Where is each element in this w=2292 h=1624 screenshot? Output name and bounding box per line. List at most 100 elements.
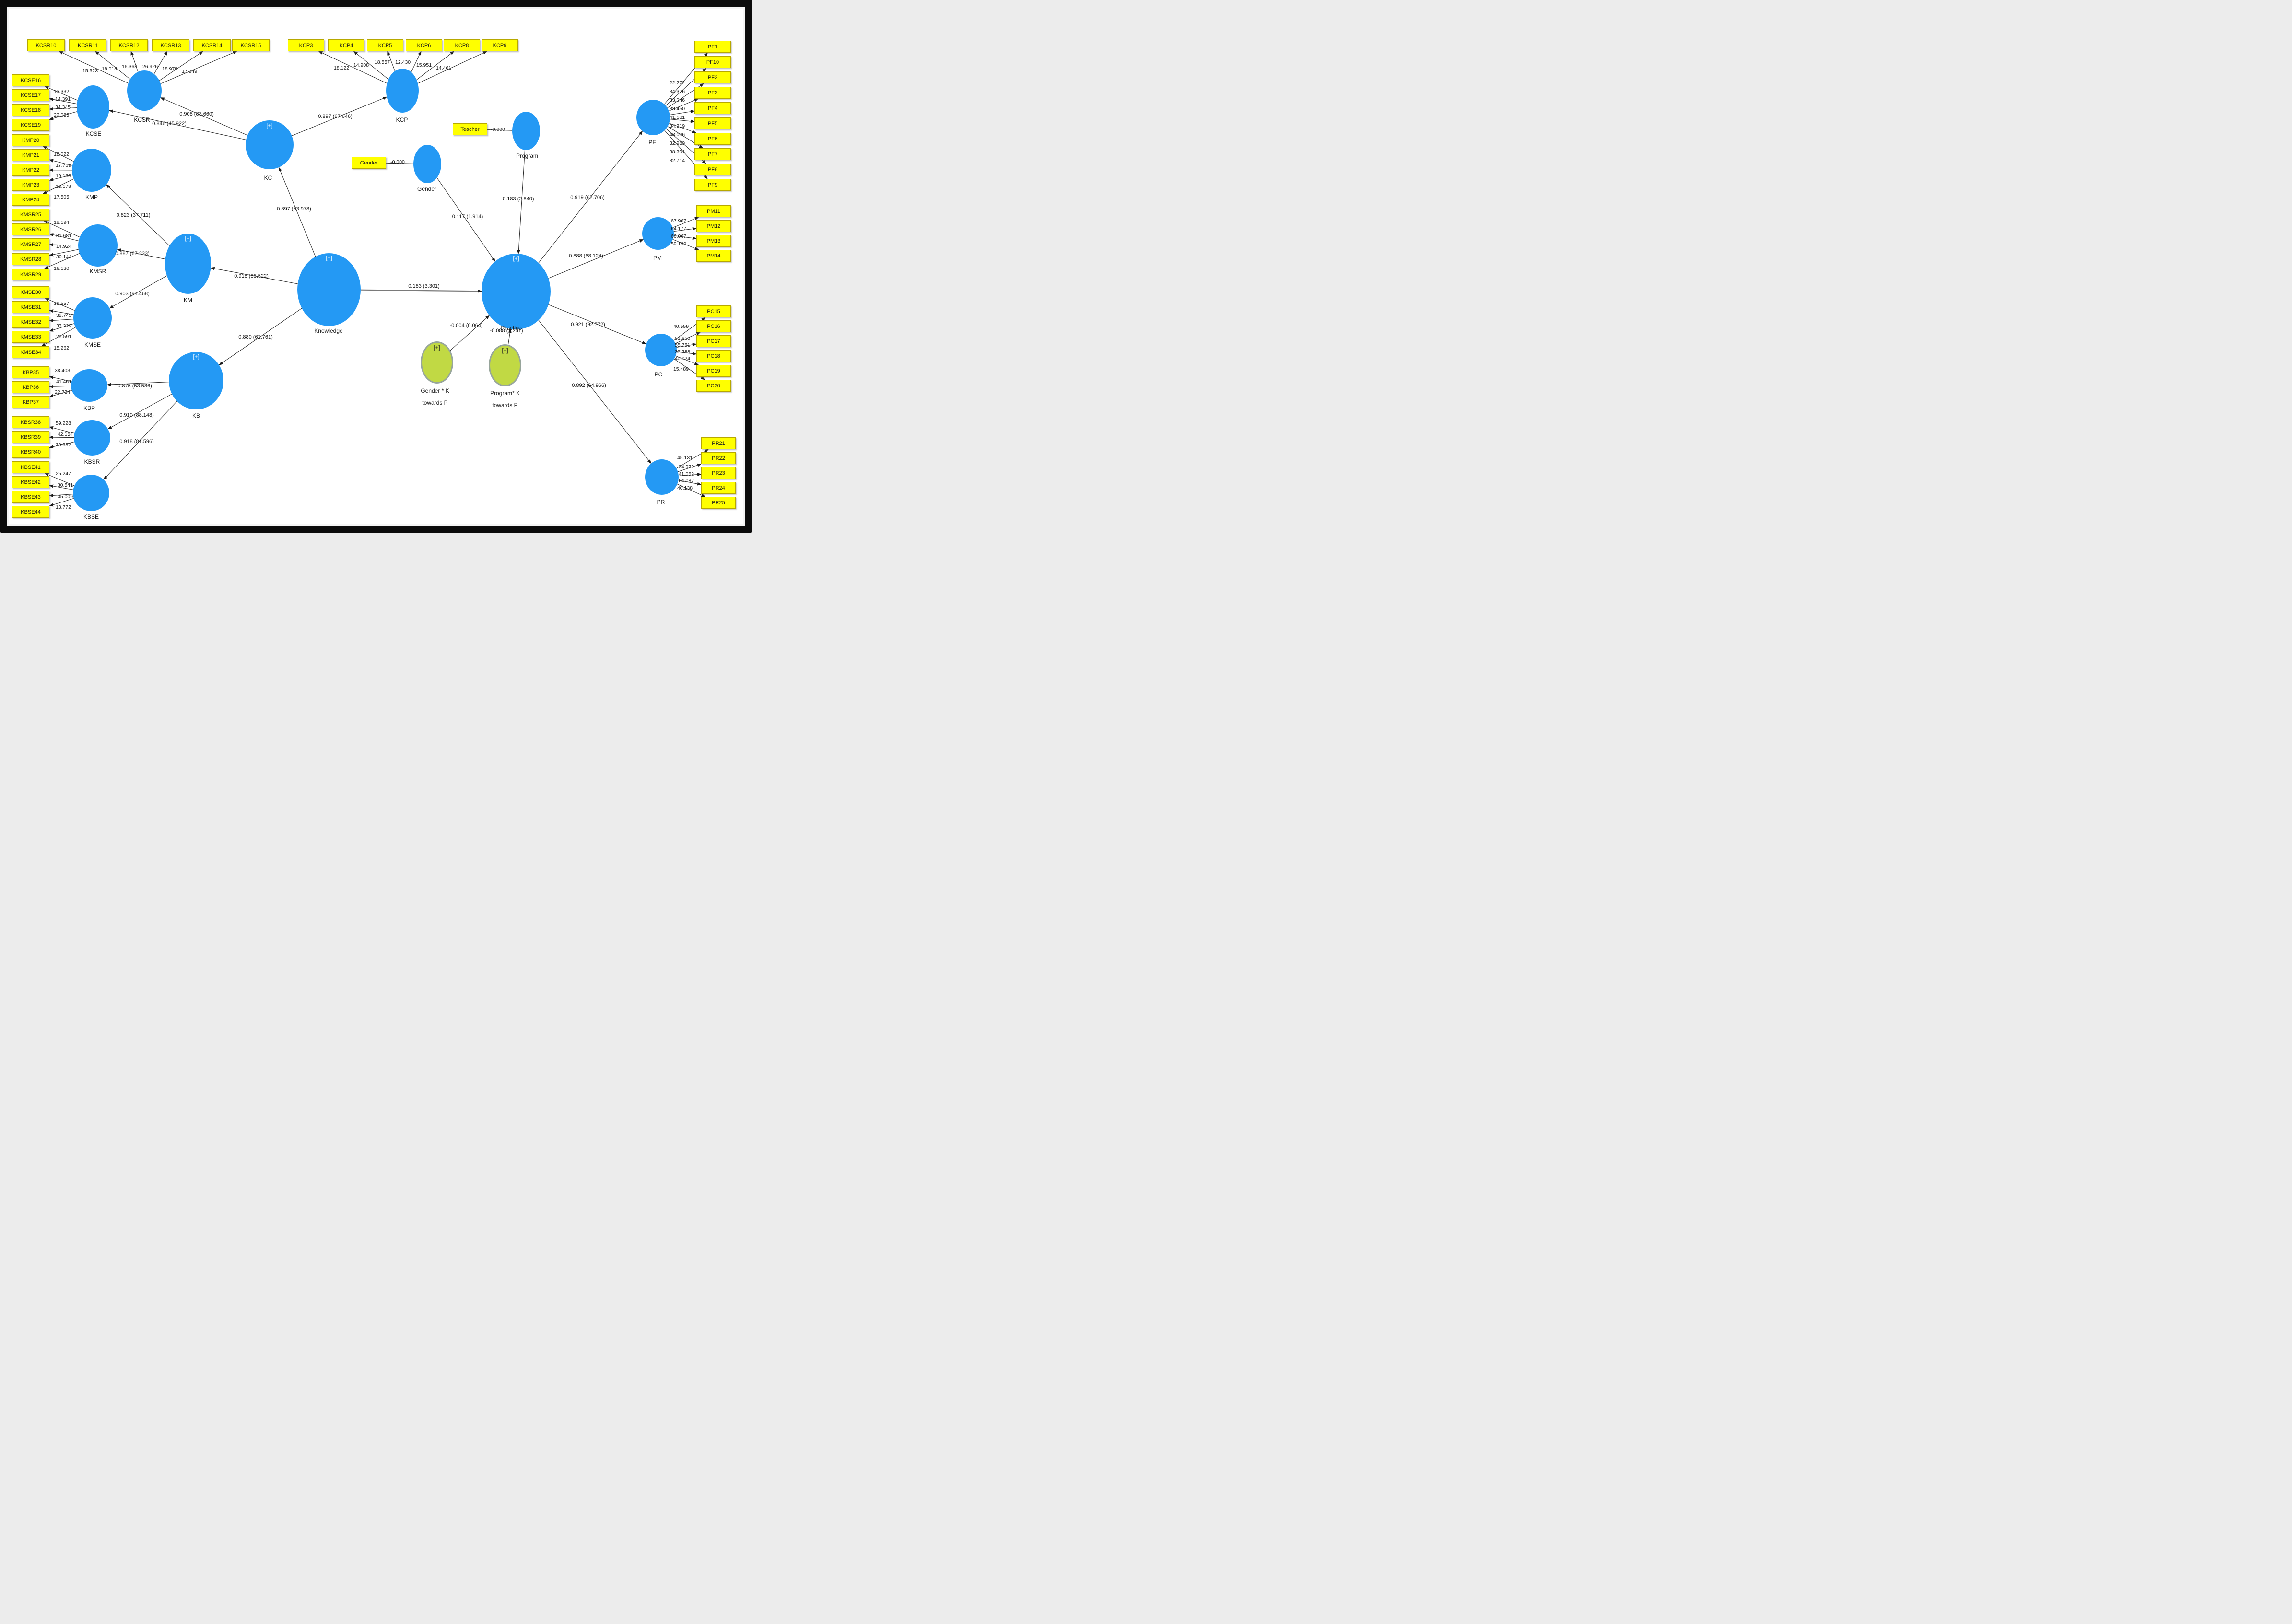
indicator-pf10[interactable]: PF10 (694, 56, 731, 68)
construct-kbp[interactable] (71, 369, 107, 402)
indicator-pc16[interactable]: PC16 (696, 320, 731, 332)
indicator-pm14[interactable]: PM14 (696, 250, 731, 262)
expand-plus-icon[interactable]: [+] (326, 256, 332, 261)
path-arrow-pf-pf3[interactable] (669, 98, 699, 112)
indicator-kbp35[interactable]: KBP35 (12, 366, 49, 378)
indicator-kmse33[interactable]: KMSE33 (12, 331, 49, 343)
construct-knowledge[interactable]: [+] (297, 253, 361, 326)
path-arrow-pm-pm13[interactable] (673, 235, 697, 240)
indicator-kcp8[interactable]: KCP8 (444, 39, 480, 51)
indicator-kmse34[interactable]: KMSE34 (12, 346, 49, 358)
path-arrow-pf-pf6[interactable] (669, 123, 697, 133)
path-arrow-kcse-kcse16[interactable] (44, 86, 78, 101)
indicator-kbse44[interactable]: KBSE44 (12, 506, 49, 518)
path-arrow-kmse-kmse33[interactable] (49, 323, 74, 332)
indicator-kcsr15[interactable]: KCSR15 (232, 39, 270, 51)
construct-kmsr[interactable] (78, 224, 118, 267)
indicator-pf2[interactable]: PF2 (694, 71, 731, 83)
construct-gender[interactable] (413, 145, 441, 183)
path-arrow-kcp-kcp8[interactable] (416, 51, 455, 80)
path-arrow-pm-pm11[interactable] (672, 217, 699, 228)
path-arrow-kbse-kbse41[interactable] (44, 473, 75, 486)
path-arrow-kbsr-kbsr39[interactable] (49, 435, 74, 439)
path-arrow-practice-pc[interactable] (548, 304, 647, 345)
path-arrow-kcse-kcse18[interactable] (49, 107, 77, 111)
expand-plus-icon[interactable]: [+] (513, 256, 519, 262)
path-arrow-kcp-kcp3[interactable] (318, 51, 388, 84)
path-arrow-kmse-kmse31[interactable] (49, 309, 74, 315)
expand-plus-icon[interactable]: [+] (185, 236, 191, 242)
path-arrow-kcse-kcse17[interactable] (49, 97, 77, 105)
path-arrow-pr-pr22[interactable] (678, 463, 702, 472)
indicator-kbsr40[interactable]: KBSR40 (12, 446, 49, 458)
path-arrow-kcsr-kcsr11[interactable] (94, 51, 130, 80)
path-arrow-kbsr-kbsr40[interactable] (49, 441, 75, 449)
path-arrow-genderbox-gender[interactable] (386, 163, 414, 164)
indicator-kcse17[interactable]: KCSE17 (12, 89, 49, 101)
path-arrow-pr-pr24[interactable] (678, 480, 702, 486)
indicator-pf4[interactable]: PF4 (694, 102, 731, 114)
path-arrow-knowledge-kc[interactable] (278, 167, 316, 257)
path-arrow-kcp-kcp6[interactable] (411, 51, 422, 72)
indicator-pm12[interactable]: PM12 (696, 220, 731, 232)
path-arrow-program-practice[interactable] (517, 150, 526, 255)
indicator-kmp23[interactable]: KMP23 (12, 179, 49, 191)
indicator-kbp37[interactable]: KBP37 (12, 396, 49, 408)
path-arrow-km-kmp[interactable] (106, 184, 170, 246)
indicator-kcsr11[interactable]: KCSR11 (69, 39, 106, 51)
path-arrow-kmsr-kmsr25[interactable] (43, 220, 80, 238)
path-arrow-kmp-kmp21[interactable] (49, 159, 73, 166)
path-arrow-kcp-kcp4[interactable] (353, 51, 389, 80)
indicator-pr24[interactable]: PR24 (701, 482, 736, 494)
path-arrow-pf-pf5[interactable] (670, 118, 695, 123)
path-arrow-kmse-kmse32[interactable] (49, 318, 74, 322)
path-arrow-kmsr-kmsr28[interactable] (49, 249, 79, 257)
path-arrow-kcsr-kcsr12[interactable] (130, 51, 139, 72)
path-arrow-kmse-kmse34[interactable] (41, 327, 76, 347)
path-arrow-kcse-kcse19[interactable] (49, 111, 77, 120)
indicator-kcp4[interactable]: KCP4 (328, 39, 364, 51)
construct-kbse[interactable] (73, 475, 109, 511)
path-arrow-kmse-kmse30[interactable] (45, 298, 75, 311)
indicator-kbse42[interactable]: KBSE42 (12, 476, 49, 488)
indicator-pr23[interactable]: PR23 (701, 467, 736, 479)
indicator-pc17[interactable]: PC17 (696, 335, 731, 347)
construct-kc[interactable]: [+] (246, 120, 294, 169)
indicator-pm13[interactable]: PM13 (696, 235, 731, 247)
path-arrow-kc-kcsr[interactable] (160, 97, 248, 136)
path-arrow-kmp-kmp23[interactable] (49, 175, 73, 181)
path-arrow-genderk-practice[interactable] (450, 315, 490, 351)
construct-practice[interactable]: [+] (482, 254, 551, 329)
indicator-pc15[interactable]: PC15 (696, 305, 731, 317)
path-arrow-pc-pc17[interactable] (676, 343, 697, 348)
indicator-pc19[interactable]: PC19 (696, 365, 731, 377)
indicator-pm11[interactable]: PM11 (696, 205, 731, 217)
construct-pc[interactable] (645, 334, 677, 366)
path-arrow-kbse-kbse43[interactable] (49, 493, 73, 497)
indicator-kcsr10[interactable]: KCSR10 (27, 39, 65, 51)
indicator-kmsr26[interactable]: KMSR26 (12, 223, 49, 235)
expand-plus-icon[interactable]: [+] (502, 348, 508, 354)
indicator-pr22[interactable]: PR22 (701, 452, 736, 464)
path-arrow-kbse-kbse42[interactable] (49, 484, 73, 490)
indicator-kbp36[interactable]: KBP36 (12, 381, 49, 393)
construct-kbsr[interactable] (74, 420, 110, 456)
path-arrow-pc-pc16[interactable] (675, 332, 701, 344)
path-arrow-kb-kbp[interactable] (107, 382, 169, 386)
path-arrow-kcp-kcp5[interactable] (387, 51, 395, 71)
construct-kcsr[interactable] (127, 70, 162, 111)
path-arrow-pf-pf4[interactable] (670, 110, 695, 116)
expand-plus-icon[interactable]: [+] (266, 123, 273, 129)
path-arrow-pc-pc18[interactable] (676, 351, 697, 355)
indicator-kmp21[interactable]: KMP21 (12, 149, 49, 161)
indicator-pf7[interactable]: PF7 (694, 148, 731, 160)
indicator-pf3[interactable]: PF3 (694, 87, 731, 99)
path-arrow-kc-kcse[interactable] (108, 109, 247, 140)
indicator-pf5[interactable]: PF5 (694, 117, 731, 129)
path-arrow-kcsr-kcsr15[interactable] (160, 51, 237, 84)
indicator-kcp5[interactable]: KCP5 (367, 39, 403, 51)
path-arrow-kcp-kcp9[interactable] (417, 51, 488, 84)
path-arrow-km-kmse[interactable] (109, 275, 167, 309)
indicator-kcp9[interactable]: KCP9 (482, 39, 518, 51)
indicator-kbse41[interactable]: KBSE41 (12, 461, 49, 473)
